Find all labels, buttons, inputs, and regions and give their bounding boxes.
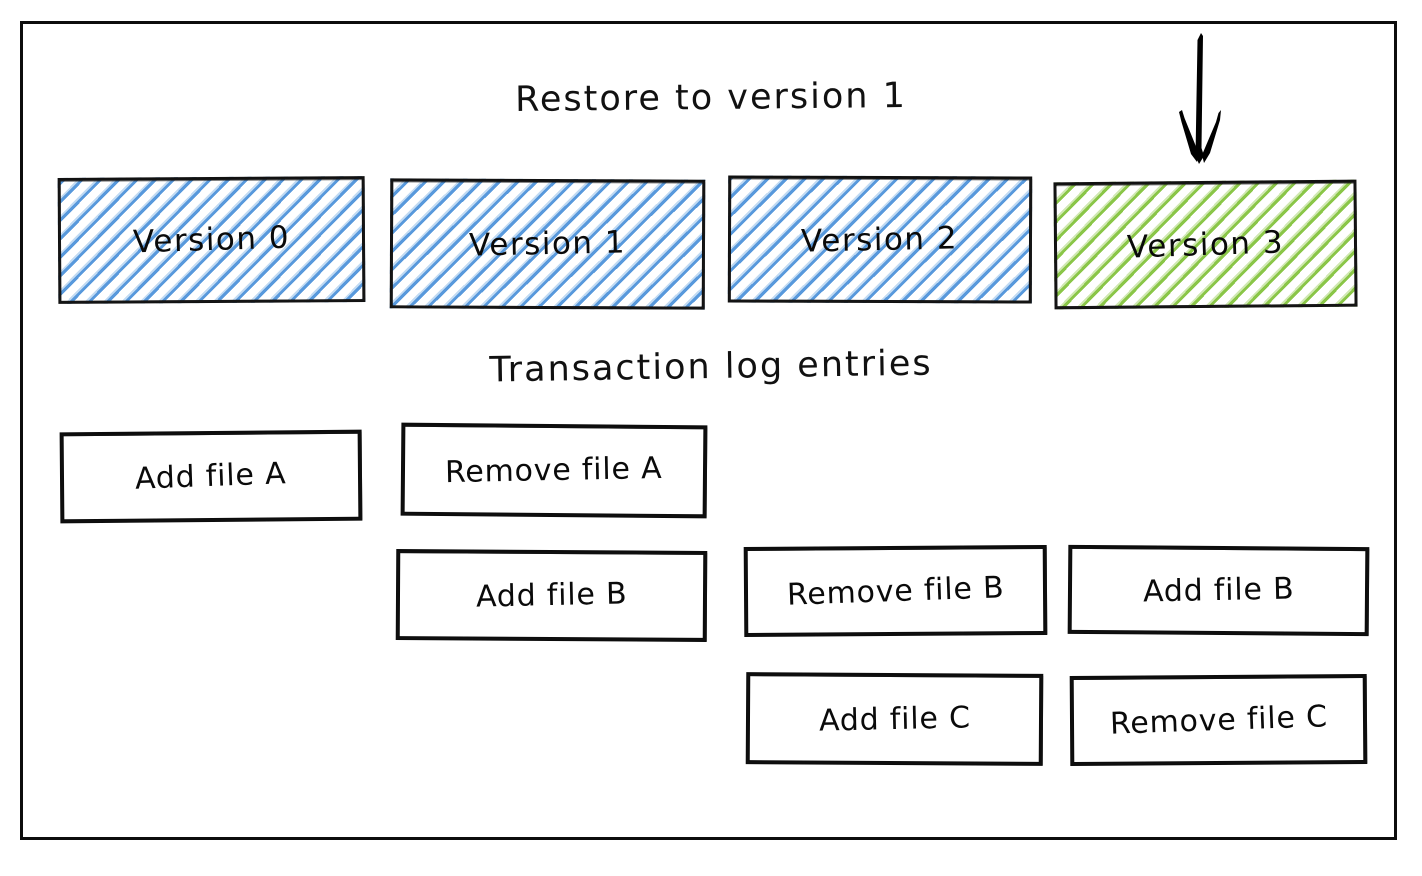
- diagram-outer-frame: [20, 21, 1397, 840]
- log-entry-label: Remove file C: [1109, 698, 1328, 742]
- log-entry-box[interactable]: Add file C: [745, 672, 1044, 766]
- version-box-1-label: Version 1: [468, 224, 627, 264]
- log-entry-label: Remove file B: [786, 569, 1005, 613]
- log-entry-box[interactable]: Add file A: [59, 429, 363, 524]
- log-entry-box[interactable]: Add file B: [1067, 544, 1370, 637]
- version-box-0-label: Version 0: [132, 219, 291, 261]
- log-entry-label: Add file B: [1142, 571, 1295, 610]
- version-box-1[interactable]: Version 1: [389, 178, 706, 310]
- log-entry-box[interactable]: Remove file C: [1069, 673, 1368, 767]
- restore-target-arrow: [1155, 30, 1245, 180]
- version-box-3-restored[interactable]: Version 3: [1053, 179, 1358, 310]
- version-box-0[interactable]: Version 0: [57, 176, 366, 304]
- log-entry-label: Add file C: [818, 699, 971, 739]
- log-entry-label: Remove file A: [444, 450, 664, 491]
- version-box-2[interactable]: Version 2: [727, 175, 1033, 304]
- log-entry-label: Add file A: [134, 456, 288, 497]
- log-entry-box[interactable]: Remove file A: [400, 422, 708, 519]
- version-box-2-label: Version 2: [801, 219, 959, 260]
- log-entry-box[interactable]: Remove file B: [743, 544, 1048, 638]
- version-box-3-label: Version 3: [1126, 223, 1285, 266]
- log-entry-box[interactable]: Add file B: [395, 549, 708, 642]
- log-entry-label: Add file B: [475, 576, 628, 615]
